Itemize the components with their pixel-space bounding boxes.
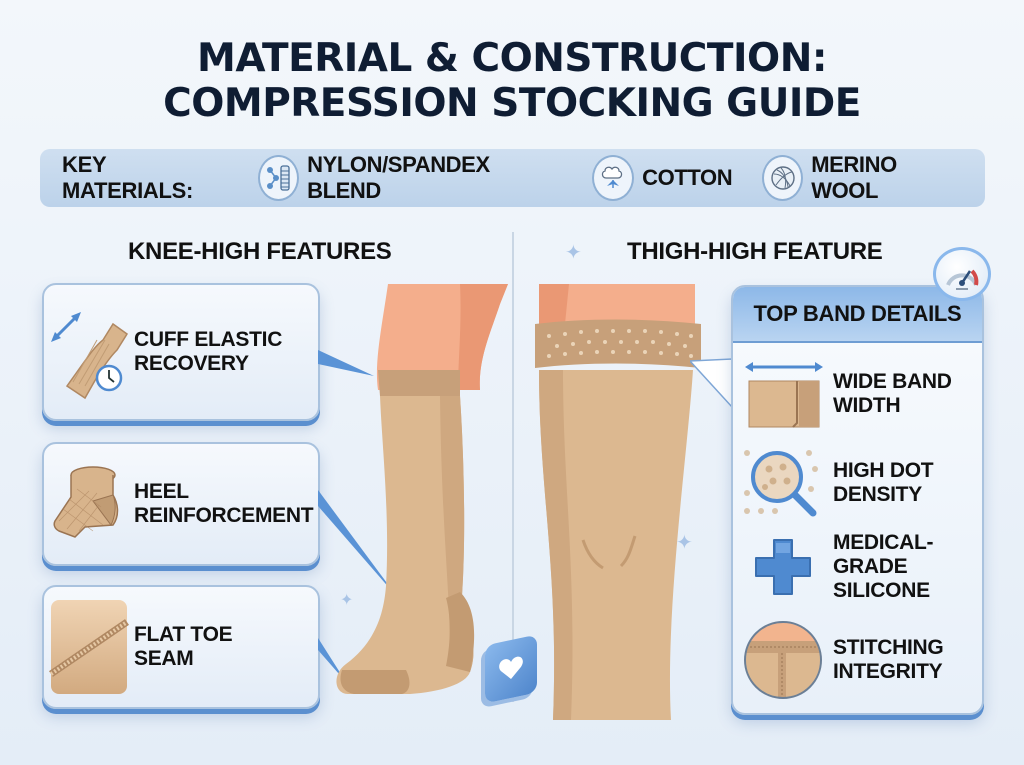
page-title: MATERIAL & CONSTRUCTION: COMPRESSION STO… (0, 36, 1024, 126)
toe-seam-icon (44, 587, 134, 707)
knee-high-stocking-illustration (336, 284, 508, 694)
sparkle-icon: ✦ (676, 532, 693, 554)
yarn-ball-icon (762, 155, 804, 201)
detail-medical-silicone: MEDICAL- GRADE SILICONE (733, 531, 983, 603)
heart-badge-icon (485, 634, 537, 704)
material-cotton: COTTON (592, 155, 733, 201)
feature-card-toe-seam: FLAT TOE SEAM (42, 585, 320, 709)
feature-card-cuff: CUFF ELASTIC RECOVERY (42, 283, 320, 421)
feature-label: CUFF ELASTIC RECOVERY (134, 328, 283, 375)
feature-label: HEEL REINFORCEMENT (134, 480, 314, 527)
key-materials-bar: KEY MATERIALS: NYLON/SPANDEX BLEND COTTO… (40, 149, 985, 207)
feature-card-heel: HEEL REINFORCEMENT (42, 442, 320, 566)
material-label: NYLON/SPANDEX BLEND (307, 152, 490, 203)
top-band-details-panel: TOP BAND DETAILS WIDE BAND WIDTH HIGH DO… (731, 285, 984, 715)
silicone-dots (547, 329, 693, 358)
detail-label: MEDICAL- GRADE SILICONE (833, 531, 934, 602)
detail-label: HIGH DOT DENSITY (833, 459, 934, 506)
material-nylon-spandex: NYLON/SPANDEX BLEND (258, 152, 562, 204)
fiber-spool-icon (258, 155, 300, 201)
band-width-icon (733, 359, 833, 429)
magnifier-dots-icon (733, 445, 833, 521)
cotton-boll-icon (592, 155, 635, 201)
heel-sleeve-icon (44, 444, 134, 564)
thigh-high-title: THIGH-HIGH FEATURE (627, 238, 883, 265)
stitch-seam-icon (733, 619, 833, 701)
panel-title: TOP BAND DETAILS (733, 287, 982, 343)
knee-high-title: KNEE-HIGH FEATURES (128, 238, 392, 265)
medical-cross-icon (733, 536, 833, 598)
stretch-cuff-clock-icon (44, 285, 134, 419)
sparkle-icon: ✦ (340, 592, 354, 609)
thigh-high-stocking-illustration (535, 284, 701, 720)
material-label: COTTON (642, 165, 733, 190)
gauge-icon (933, 247, 991, 301)
detail-wide-band: WIDE BAND WIDTH (733, 359, 983, 429)
material-label: MERINO WOOL (811, 152, 897, 203)
detail-stitching: STITCHING INTEGRITY (733, 619, 983, 701)
material-merino-wool: MERINO WOOL (762, 152, 965, 204)
detail-dot-density: HIGH DOT DENSITY (733, 445, 983, 521)
key-materials-label: KEY MATERIALS: (62, 152, 194, 203)
detail-label: STITCHING INTEGRITY (833, 636, 944, 683)
title-line-2: COMPRESSION STOCKING GUIDE (163, 81, 861, 126)
sparkle-icon: ✦ (565, 242, 582, 264)
title-line-1: MATERIAL & CONSTRUCTION: (197, 36, 827, 81)
section-divider (512, 232, 514, 702)
detail-label: WIDE BAND WIDTH (833, 370, 952, 417)
callout-pointers-knee (318, 350, 398, 682)
callout-pointer-top-band (690, 358, 733, 409)
feature-label: FLAT TOE SEAM (134, 623, 233, 670)
